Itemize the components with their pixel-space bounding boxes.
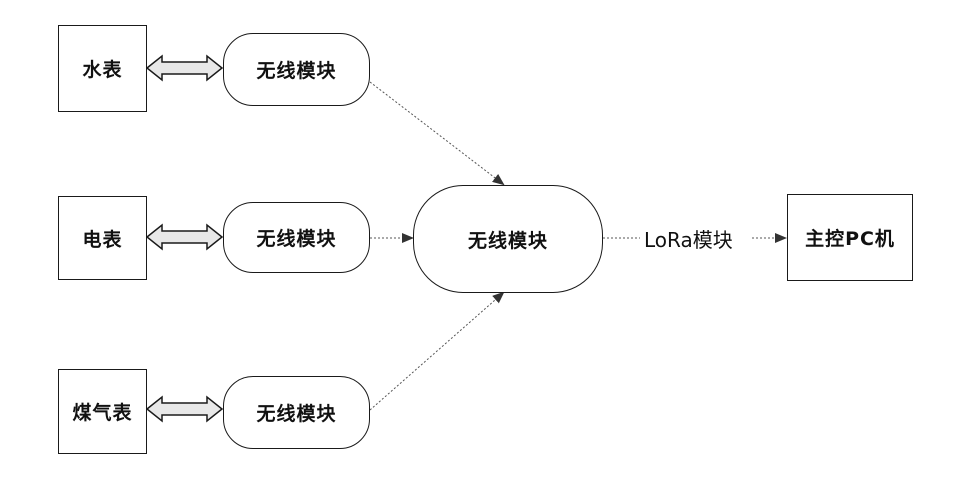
wireless-module-top-label: 无线模块 [256,60,337,82]
wireless-module-bottom-label: 无线模块 [256,403,337,425]
arrow-bottom-module-to-hub [369,291,505,411]
double-arrow-electric [145,223,224,251]
double-arrow-gas [145,395,224,423]
water-meter-box: 水表 [58,25,147,112]
wireless-module-middle-label: 无线模块 [256,228,337,250]
electric-meter-box: 电表 [58,196,147,280]
wireless-module-top: 无线模块 [223,33,370,106]
main-control-pc-label: 主控PC机 [805,228,895,250]
main-control-pc-box: 主控PC机 [787,194,913,281]
gas-meter-label: 煤气表 [72,402,133,424]
wireless-module-bottom: 无线模块 [223,376,370,449]
double-arrow-water [145,54,224,82]
electric-meter-label: 电表 [82,228,123,251]
wireless-module-middle: 无线模块 [223,202,370,273]
wireless-module-hub: 无线模块 [413,185,603,293]
lora-module-label: LoRa模块 [642,224,735,253]
gas-meter-box: 煤气表 [58,369,147,454]
arrow-top-module-to-hub [369,81,505,186]
water-meter-label: 水表 [82,59,123,81]
wireless-module-hub-label: 无线模块 [467,229,548,252]
